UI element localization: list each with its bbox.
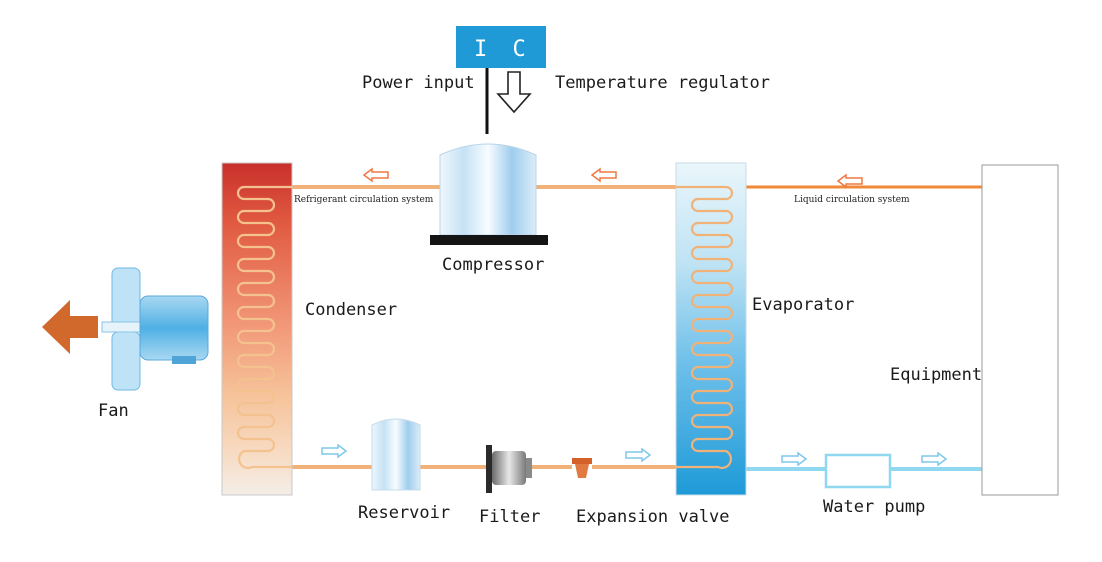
- flow-arrows-bottom: [321, 443, 948, 467]
- condenser-label: Condenser: [305, 300, 397, 320]
- flow-arrows-top: [362, 167, 863, 189]
- refrigerant-system-label: Refrigerant circulation system: [294, 195, 434, 205]
- condenser: [221, 162, 293, 496]
- evaporator-coil: [676, 185, 734, 470]
- compressor: [430, 143, 548, 245]
- water-pump: [824, 453, 892, 489]
- ic-controller: I C: [456, 26, 546, 68]
- filter-label: Filter: [479, 507, 540, 527]
- power-input-label: Power input: [362, 73, 475, 93]
- temperature-regulator-label: Temperature regulator: [555, 73, 770, 93]
- fan-motor: [139, 295, 209, 361]
- reservoir-label: Reservoir: [358, 503, 450, 523]
- expansion-valve: [572, 458, 592, 478]
- down-arrow-icon: [496, 71, 532, 114]
- fan: [101, 267, 209, 391]
- refrigerant-pipes: [292, 185, 676, 469]
- expansion-valve-label: Expansion valve: [576, 507, 730, 527]
- filter: [486, 445, 532, 493]
- equipment-label: Equipment: [890, 365, 982, 385]
- reservoir: [371, 418, 421, 491]
- condenser-coil: [236, 185, 292, 470]
- equipment-box: [981, 164, 1059, 496]
- evaporator-label: Evaporator: [752, 295, 854, 315]
- fan-label: Fan: [98, 401, 129, 421]
- ic-label: I C: [474, 37, 532, 62]
- compressor-label: Compressor: [442, 255, 544, 275]
- liquid-system-label: Liquid circulation system: [794, 195, 910, 205]
- airflow-arrow-icon: [42, 300, 98, 354]
- evaporator: [675, 162, 747, 496]
- water-pump-label: Water pump: [823, 497, 925, 517]
